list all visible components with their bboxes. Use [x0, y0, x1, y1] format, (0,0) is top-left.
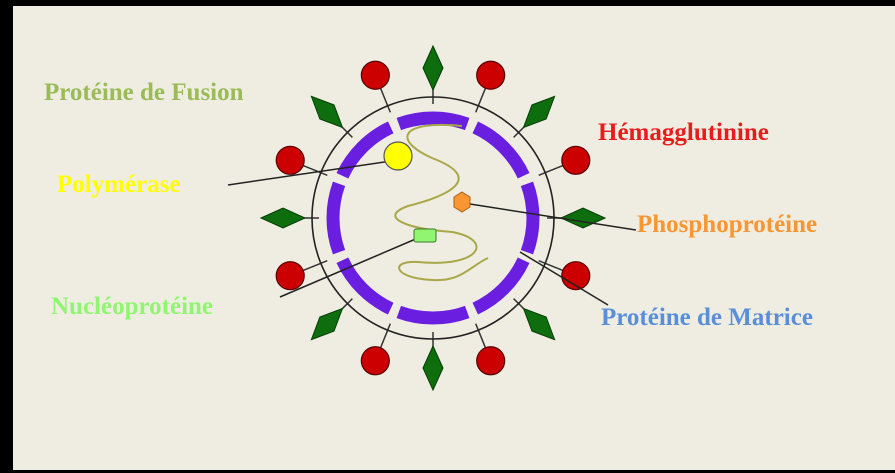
- hemagglutinin-spike-stem: [475, 87, 487, 113]
- polymerase-particle: [383, 141, 413, 171]
- hemagglutinin-spike-stem: [538, 260, 564, 272]
- pointer-lines: [227, 159, 637, 306]
- hemagglutinin-spike: [476, 346, 506, 376]
- hemagglutinin-spike: [360, 60, 390, 90]
- fusion-spike: [559, 207, 607, 229]
- hemagglutinin-spike: [275, 261, 305, 291]
- phosphoprotein-label: Phosphoprotéine: [637, 211, 818, 238]
- matrix-protein: [396, 111, 470, 131]
- matrix-protein: [326, 181, 346, 255]
- phosphoprotein-pointer: [469, 203, 637, 231]
- hemagglutinin-spike-stem: [538, 164, 564, 176]
- hemagglutinin-spike-stem: [379, 87, 391, 113]
- matrix-protein-label: Protéine de Matrice: [601, 304, 813, 331]
- hemagglutinin-spike-stem: [475, 323, 487, 349]
- nucleoprotein-label: Nucléoprotéine: [51, 293, 214, 320]
- phosphoprotein-particle: [453, 191, 471, 213]
- matrix-protein: [396, 305, 470, 325]
- fusion-spike: [422, 344, 444, 392]
- hemagglutinin-spike: [561, 145, 591, 175]
- matrix-protein: [472, 121, 530, 179]
- fusion-spike: [522, 307, 556, 341]
- viral-envelope: [311, 96, 555, 340]
- matrix-protein: [336, 121, 394, 179]
- fusion-spike: [259, 207, 307, 229]
- hemagglutinin-label: Hémagglutinine: [598, 119, 769, 146]
- hemagglutinin-spike-stem: [302, 164, 328, 176]
- surface-spikes: [259, 44, 607, 392]
- nucleoprotein-particle: [413, 228, 437, 243]
- hemagglutinin-spike-stem: [302, 260, 328, 272]
- fusion-protein-label: Protéine de Fusion: [44, 79, 244, 106]
- fusion-spike: [310, 307, 344, 341]
- hemagglutinin-spike: [476, 60, 506, 90]
- polymerase-label: Polymérase: [57, 171, 181, 198]
- matrix-proteins: [326, 111, 540, 325]
- matrix-pointer: [519, 251, 609, 306]
- hemagglutinin-spike: [275, 145, 305, 175]
- matrix-protein: [472, 257, 530, 315]
- matrix-protein: [520, 181, 540, 255]
- hemagglutinin-spike: [561, 261, 591, 291]
- matrix-protein: [336, 257, 394, 315]
- hemagglutinin-spike: [360, 346, 390, 376]
- nucleoprotein-pointer: [279, 237, 419, 298]
- fusion-spike: [310, 95, 344, 129]
- hemagglutinin-spike-stem: [379, 323, 391, 349]
- fusion-spike: [422, 44, 444, 92]
- polymerase-pointer: [227, 159, 399, 186]
- fusion-spike: [522, 95, 556, 129]
